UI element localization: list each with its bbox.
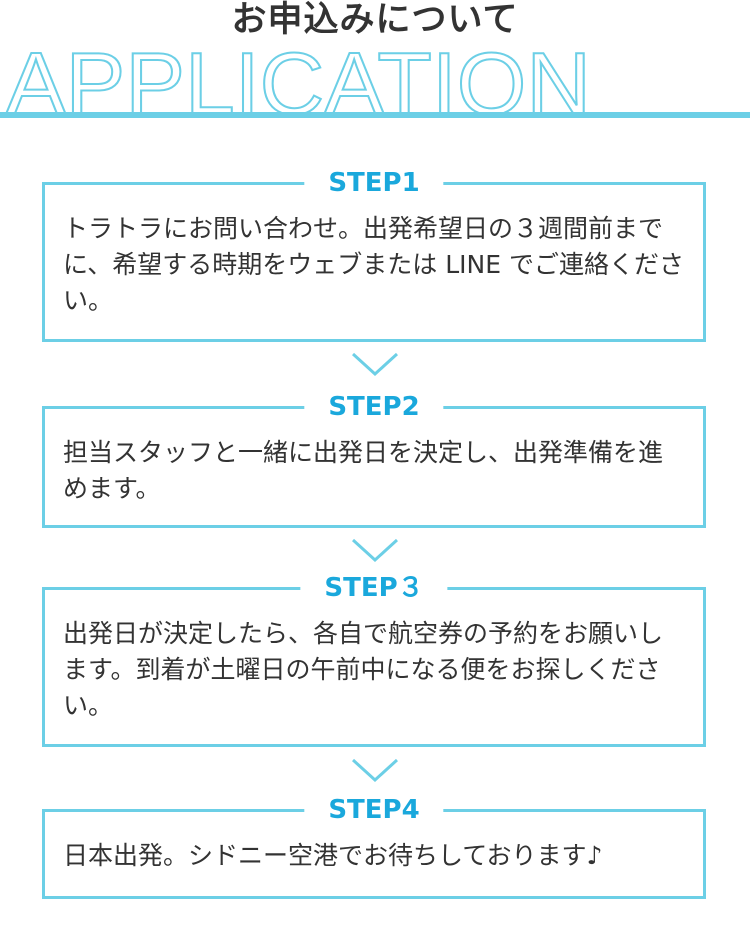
step-label: STEP３	[300, 573, 448, 603]
chevron-down-icon	[352, 538, 398, 562]
step-label: STEP4	[304, 795, 444, 825]
step-box-4: STEP4 日本出発。シドニー空港でお待ちしております♪	[42, 795, 706, 899]
step-text: トラトラにお問い合わせ。出発希望日の３週間前までに、希望する時期をウェブまたは …	[63, 214, 684, 315]
step-text: 日本出発。シドニー空港でお待ちしております♪	[63, 841, 603, 870]
step-text: 出発日が決定したら、各自で航空券の予約をお願いします。到着が土曜日の午前中になる…	[63, 619, 664, 720]
background-word: APPLICATION	[5, 40, 592, 120]
step-text: 担当スタッフと一緒に出発日を決定し、出発準備を進めます。	[63, 438, 664, 503]
step-label: STEP1	[304, 168, 444, 198]
chevron-down-icon	[352, 352, 398, 376]
application-outline-text: APPLICATION	[6, 40, 591, 120]
chevron-down-icon	[352, 758, 398, 782]
step-box-1: STEP1 トラトラにお問い合わせ。出発希望日の３週間前までに、希望する時期をウ…	[42, 168, 706, 342]
header-rule	[0, 112, 750, 118]
page-title: お申込みについて	[231, 0, 519, 40]
step-box-3: STEP３ 出発日が決定したら、各自で航空券の予約をお願いします。到着が土曜日の…	[42, 573, 706, 747]
step-box-2: STEP2 担当スタッフと一緒に出発日を決定し、出発準備を進めます。	[42, 392, 706, 528]
step-label: STEP2	[304, 392, 444, 422]
